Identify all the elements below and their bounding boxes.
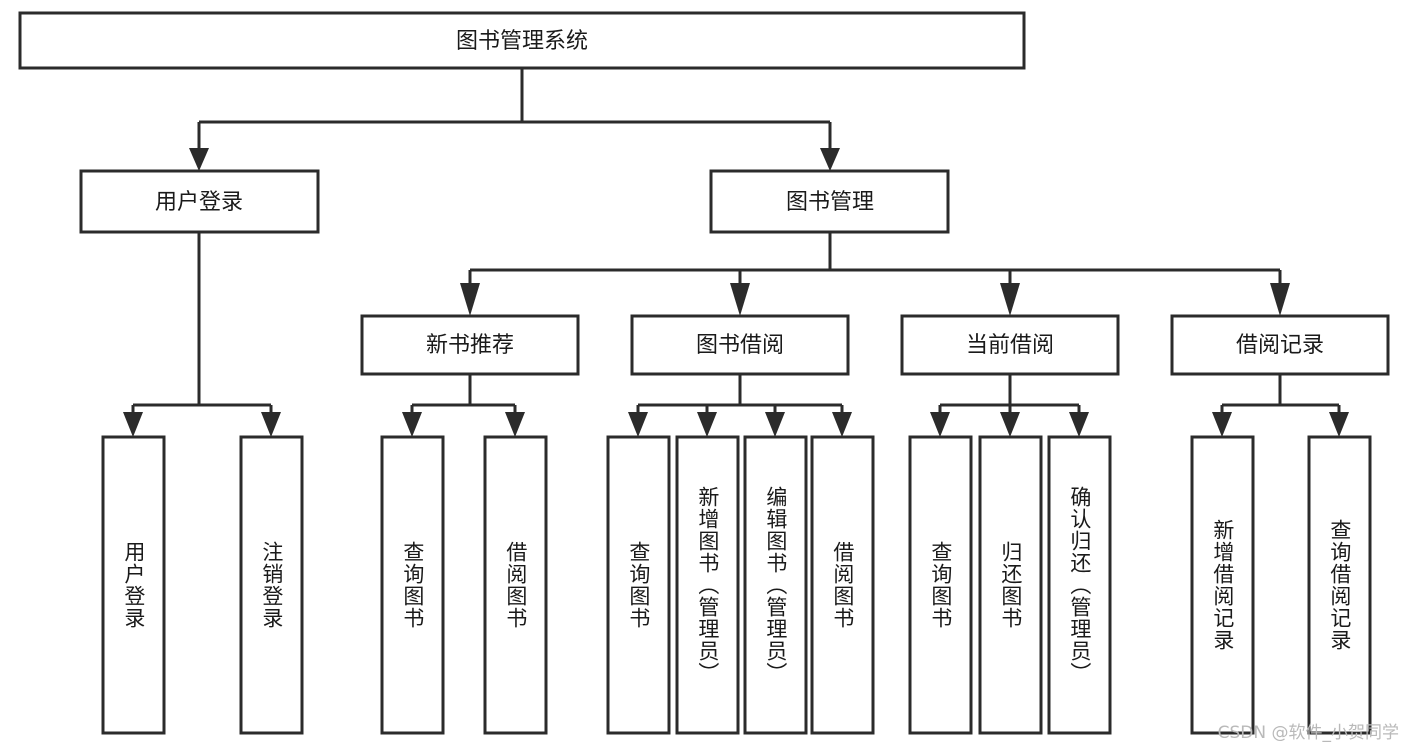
node-root-box[interactable] — [18, 11, 1026, 70]
connector-bookmanage-to-level3 — [468, 232, 1282, 285]
leaf-box-borrow-edit-book[interactable] — [743, 435, 808, 735]
arrowhead-book-borrow — [730, 283, 750, 316]
arrowhead-borrow-leaf-3 — [765, 412, 785, 437]
arrowhead-borrow-record — [1270, 283, 1290, 316]
leaf-box-borrow-query-book[interactable] — [606, 435, 671, 735]
csdn-watermark: CSDN @软件_小贺同学 — [1217, 723, 1399, 743]
leaf-box-rec-query-book[interactable] — [380, 435, 445, 735]
leaf-box-logout[interactable] — [239, 435, 304, 735]
node-book-manage-label: 图书管理 — [786, 190, 874, 215]
leaf-box-borrow-add-book[interactable] — [675, 435, 740, 735]
node-current-borrow-box[interactable] — [900, 314, 1120, 376]
node-borrow-record-label: 借阅记录 — [1236, 333, 1324, 358]
arrowhead-rec-leaf-1 — [402, 412, 422, 437]
leaf-box-current-query-book[interactable] — [908, 435, 973, 735]
connector-record-to-leaves — [1220, 374, 1341, 414]
leaf-box-current-return-book[interactable] — [978, 435, 1043, 735]
leaf-box-current-confirm-return[interactable] — [1047, 435, 1112, 735]
arrowhead-borrow-leaf-4 — [832, 412, 852, 437]
node-new-book-rec-label: 新书推荐 — [426, 333, 514, 358]
node-root-label: 图书管理系统 — [456, 29, 588, 54]
arrowhead-new-book-rec — [460, 283, 480, 316]
arrowhead-current-leaf-2 — [1000, 412, 1020, 437]
node-current-borrow-label: 当前借阅 — [966, 333, 1054, 358]
connector-root-to-level2 — [197, 68, 832, 148]
leaf-box-user-login[interactable] — [101, 435, 166, 735]
arrowhead-user-login — [189, 148, 209, 171]
arrowhead-borrow-leaf-2 — [697, 412, 717, 437]
arrowhead-leaf-user-login — [123, 412, 143, 437]
node-user-login-box[interactable] — [79, 169, 320, 234]
arrowhead-current-borrow — [1000, 283, 1020, 316]
arrowhead-current-leaf-1 — [930, 412, 950, 437]
leaf-box-borrow-borrow-book[interactable] — [810, 435, 875, 735]
node-user-login-label: 用户登录 — [155, 190, 243, 215]
arrowhead-record-leaf-1 — [1212, 412, 1232, 437]
connector-borrow-to-leaves — [636, 374, 844, 414]
leaf-box-rec-borrow-book[interactable] — [483, 435, 548, 735]
connector-login-to-leaves — [131, 232, 273, 414]
arrowhead-record-leaf-2 — [1329, 412, 1349, 437]
arrowhead-borrow-leaf-1 — [628, 412, 648, 437]
connector-current-to-leaves — [938, 374, 1081, 414]
arrowhead-current-leaf-3 — [1069, 412, 1089, 437]
node-book-borrow-label: 图书借阅 — [696, 333, 784, 358]
connector-rec-to-leaves — [410, 374, 517, 414]
arrowhead-leaf-logout — [261, 412, 281, 437]
node-new-book-rec-box[interactable] — [360, 314, 580, 376]
arrowhead-rec-leaf-2 — [505, 412, 525, 437]
leaf-box-record-query[interactable] — [1307, 435, 1372, 735]
arrowhead-book-manage — [820, 148, 840, 171]
leaf-box-record-add[interactable] — [1190, 435, 1255, 735]
